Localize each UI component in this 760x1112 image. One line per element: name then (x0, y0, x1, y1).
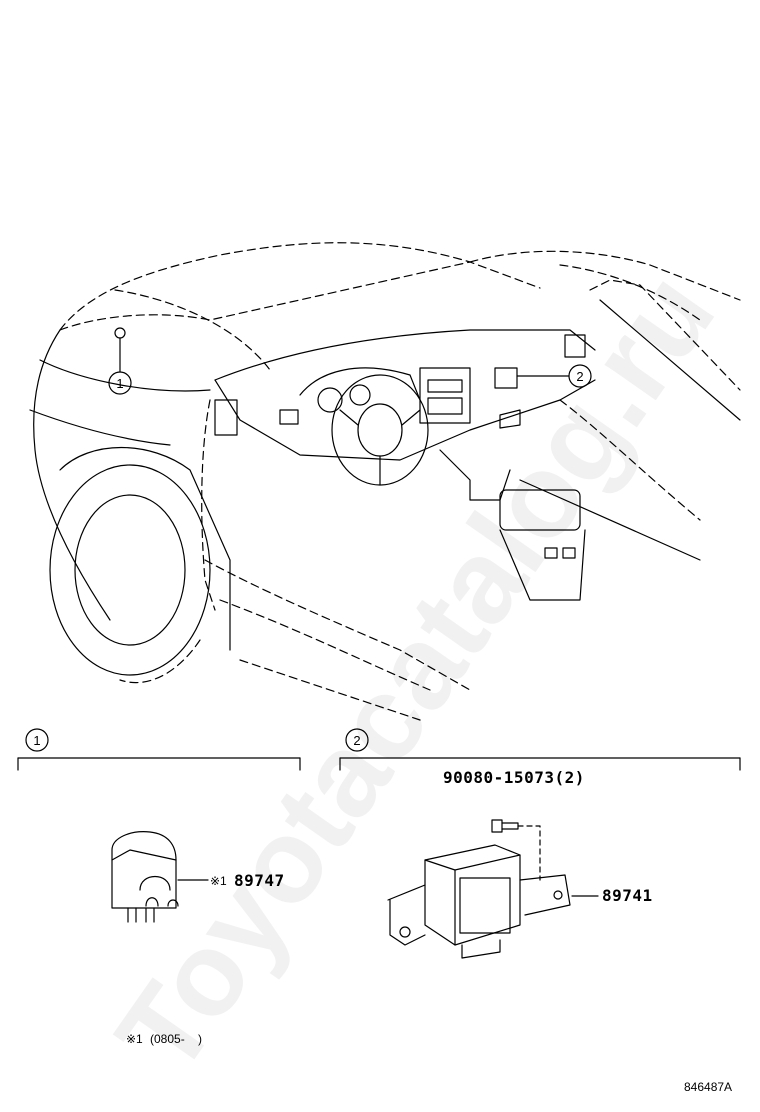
relay-89747-drawing (111, 831, 209, 923)
callout-2-number: 2 (576, 369, 583, 384)
vehicle-body-outline (29, 242, 741, 721)
ecu-part-number[interactable]: 89741 (602, 886, 653, 905)
section-2-frame (339, 728, 741, 771)
bolt-part-number[interactable]: 90080-15073(2) (443, 768, 585, 787)
section-1-frame (17, 728, 301, 771)
footnote-text: (0805- ) (150, 1032, 203, 1046)
footnote-mark: ※1 (126, 1032, 143, 1046)
callout-2-marker (494, 364, 592, 389)
callout-1-marker (108, 327, 132, 395)
callout-1-number: 1 (116, 376, 123, 391)
diagram-code: 846487A (684, 1080, 733, 1094)
section-1-number: 1 (33, 733, 40, 748)
relay-part-number[interactable]: 89747 (234, 871, 285, 890)
relay-footnote-mark: ※1 (210, 874, 227, 888)
bolt-drawing (491, 819, 541, 881)
ecu-89741-drawing (387, 844, 599, 959)
section-2-number: 2 (353, 733, 360, 748)
